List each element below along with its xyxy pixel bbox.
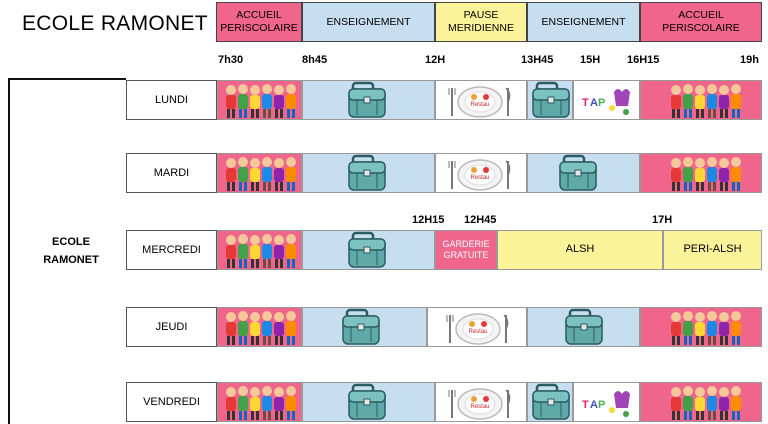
- day-label-lundi: LUNDI: [126, 80, 217, 120]
- school-bag-icon: [531, 383, 571, 421]
- children-group-icon: [671, 84, 741, 118]
- jeudi-accueil-soir: [640, 307, 762, 347]
- vendredi-enseignement-matin: [302, 382, 435, 422]
- time-19h: 19h: [740, 54, 759, 66]
- lundi-enseignement-apres-midi: [527, 80, 573, 120]
- vendredi-accueil-matin: [217, 382, 302, 422]
- children-group-icon: [226, 386, 296, 420]
- jeudi-enseignement-apres-midi: [527, 307, 640, 347]
- lunch-plate-icon: [448, 388, 511, 420]
- lunch-plate-icon: [446, 313, 509, 345]
- school-bag-icon: [531, 81, 571, 119]
- vendredi-enseignement-apres-midi: [527, 382, 573, 422]
- day-label-mercredi: MERCREDI: [126, 230, 217, 270]
- jeudi-accueil-matin: [217, 307, 302, 347]
- jeudi-enseignement-matin: [302, 307, 427, 347]
- school-bag-icon: [341, 308, 381, 346]
- lunch-plate-icon: [448, 159, 511, 191]
- time-12h15: 12H15: [412, 214, 445, 226]
- children-group-icon: [226, 311, 296, 345]
- day-label-mardi: MARDI: [126, 153, 217, 193]
- time-8h45: 8h45: [302, 54, 328, 66]
- mercredi-garderie-gratuite: GARDERIE GRATUITE: [435, 230, 497, 270]
- mercredi-accueil-matin: [217, 230, 302, 270]
- legend-pause-meridienne: PAUSE MERIDIENNE: [435, 2, 527, 42]
- legend-accueil-periscolaire-evening: ACCUEIL PERISCOLAIRE: [640, 2, 762, 42]
- time-15h: 15H: [580, 54, 601, 66]
- page-title: ECOLE RAMONET: [22, 12, 208, 35]
- legend-accueil-periscolaire-morning: ACCUEIL PERISCOLAIRE: [216, 2, 302, 42]
- school-bag-icon: [347, 81, 387, 119]
- time-17h: 17H: [652, 214, 673, 226]
- children-group-icon: [671, 157, 741, 191]
- time-12h45: 12H45: [464, 214, 497, 226]
- time-7h30: 7h30: [218, 54, 244, 66]
- vendredi-accueil-soir: [640, 382, 762, 422]
- lundi-accueil-matin: [217, 80, 302, 120]
- time-12h: 12H: [425, 54, 446, 66]
- vendredi-pause-meridienne: [435, 382, 527, 422]
- mercredi-alsh: ALSH: [497, 230, 663, 270]
- school-bag-icon: [347, 383, 387, 421]
- mardi-accueil-matin: [217, 153, 302, 193]
- day-label-jeudi: JEUDI: [126, 307, 217, 347]
- mardi-pause-meridienne: [435, 153, 527, 193]
- tap-logo-icon: [582, 391, 630, 417]
- legend-enseignement-morning: ENSEIGNEMENT: [302, 2, 435, 42]
- mardi-accueil-soir: [640, 153, 762, 193]
- mardi-enseignement-matin: [302, 153, 435, 193]
- lundi-pause-meridienne: [435, 80, 527, 120]
- children-group-icon: [226, 157, 296, 191]
- legend-enseignement-afternoon: ENSEIGNEMENT: [527, 2, 640, 42]
- children-group-icon: [671, 311, 741, 345]
- time-13h45: 13H45: [521, 54, 554, 66]
- vendredi-tap: [573, 382, 640, 422]
- school-bag-icon: [347, 231, 387, 269]
- school-bag-icon: [564, 308, 604, 346]
- school-label: ECOLE RAMONET: [43, 236, 99, 266]
- children-group-icon: [671, 386, 741, 420]
- school-bag-icon: [558, 154, 598, 192]
- children-group-icon: [226, 234, 296, 268]
- jeudi-pause-meridienne: [427, 307, 527, 347]
- tap-logo-icon: [582, 89, 630, 115]
- mercredi-enseignement-matin: [302, 230, 435, 270]
- day-label-vendredi: VENDREDI: [126, 382, 217, 422]
- mardi-enseignement-apres-midi: [527, 153, 640, 193]
- school-bag-icon: [347, 154, 387, 192]
- lunch-plate-icon: [448, 86, 511, 118]
- lundi-tap: [573, 80, 640, 120]
- children-group-icon: [226, 84, 296, 118]
- lundi-accueil-soir: [640, 80, 762, 120]
- mercredi-peri-alsh: PERI-ALSH: [663, 230, 762, 270]
- time-16h15: 16H15: [627, 54, 660, 66]
- school-bracket: [8, 78, 126, 424]
- lundi-enseignement-matin: [302, 80, 435, 120]
